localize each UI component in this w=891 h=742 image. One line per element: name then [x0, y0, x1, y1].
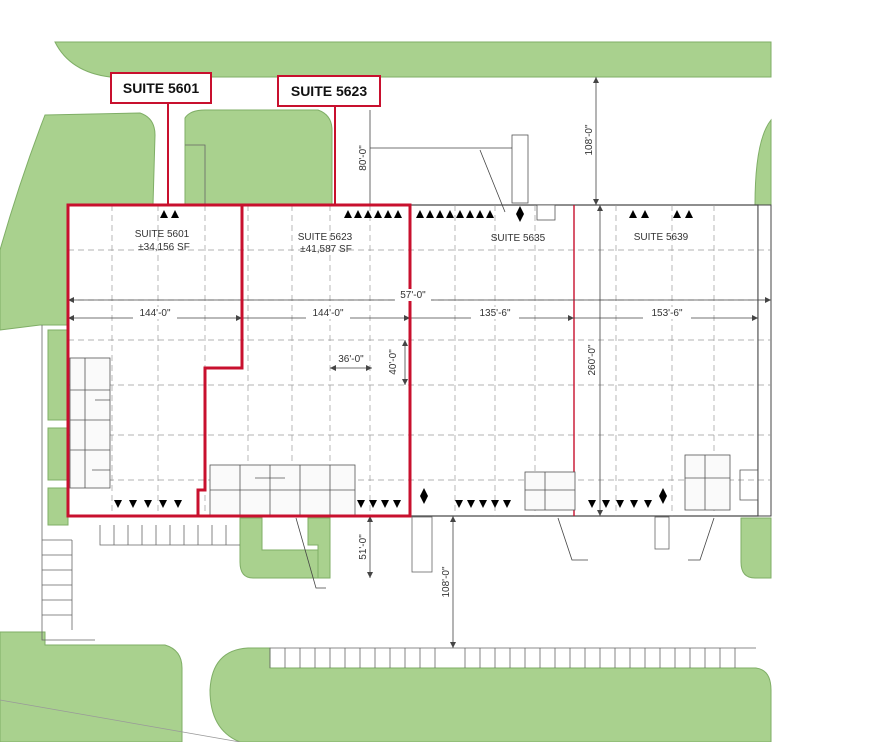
highlighted-suites: [66, 100, 412, 518]
stair-tower-base: [536, 204, 556, 221]
suite-5623-name: SUITE 5623: [298, 232, 353, 243]
dock-door: [416, 210, 494, 218]
dim-front-setback: 51'-0": [358, 534, 369, 560]
suite-labels: SUITE 5601 ±34,156 SF SUITE 5623 ±41,587…: [135, 229, 689, 255]
truck-court-line: [0, 699, 241, 742]
landscape-left: [0, 112, 156, 331]
landscape-right-bottom: [740, 517, 772, 579]
dock-door: [420, 488, 428, 504]
building-outline: [67, 204, 759, 517]
dim-5623-width: 144'-0": [312, 308, 343, 319]
office-5601: [69, 357, 111, 489]
dim-callout-setback: 80'-0": [358, 145, 369, 171]
parking-top-island-outline: [185, 144, 206, 205]
dim-top-setback: 108'-0": [584, 124, 595, 155]
office-5635: [524, 471, 576, 511]
dimension-labels: 57'-0" 144'-0" 144'-0" 135'-6" 153'-6" 3…: [133, 124, 691, 598]
dock-door: [455, 500, 511, 508]
parking-stalls-front: [99, 525, 240, 546]
dim-overall-width: 57'-0": [400, 290, 426, 301]
suite-5635-name: SUITE 5635: [491, 233, 546, 244]
leader-bottom-1: [557, 517, 588, 561]
callout-suite-5601: SUITE 5601: [110, 72, 212, 104]
landscape-left-strip-3: [47, 487, 69, 526]
dim-bottom-setback: 108'-0": [441, 566, 452, 597]
suite-5601-name: SUITE 5601: [135, 229, 190, 240]
dim-building-depth: 260'-0": [587, 344, 598, 375]
building: [67, 204, 772, 517]
dock-doors: [114, 206, 693, 508]
leader-bottom-3: [295, 517, 326, 589]
suite-5623-outline: [196, 203, 412, 518]
landscape-island-bottom: [239, 517, 319, 579]
dock-door: [357, 500, 401, 508]
landscape-island-bottom-2: [307, 517, 331, 579]
dim-5635-width: 135'-6": [479, 308, 510, 319]
suite-5639-name: SUITE 5639: [634, 232, 689, 243]
trailer-pad-2: [654, 516, 670, 550]
dock-door: [659, 488, 667, 504]
landscape-bottom-left: [0, 631, 183, 742]
leader-5635: [479, 149, 506, 213]
dock-door: [160, 210, 179, 218]
leader-bottom-2: [688, 517, 715, 561]
office-buildouts: [69, 134, 759, 516]
landscape-island-top: [184, 109, 333, 206]
parking: [0, 144, 756, 742]
trailer-pad-1: [411, 516, 433, 573]
building-outline-right-ext: [757, 204, 772, 517]
dock-door: [516, 206, 524, 222]
stair-tower: [511, 134, 529, 204]
dim-bay-width: 36'-0": [338, 354, 364, 365]
dim-5639-width: 153'-6": [651, 308, 682, 319]
dim-bay-depth: 40'-0": [388, 349, 399, 375]
dock-door: [114, 500, 182, 508]
callout-suite-5623: SUITE 5623: [277, 75, 381, 107]
suite-5623-area: ±41,587 SF: [300, 244, 352, 255]
landscape-left-strip-1: [47, 329, 69, 421]
landscape-top-strip: [54, 41, 772, 78]
landscape-left-strip-2: [47, 427, 69, 481]
suite-5601-area: ±34,156 SF: [138, 242, 190, 253]
dock-door: [588, 500, 652, 508]
parking-left-outline: [41, 325, 95, 641]
parking-stalls-left: [42, 539, 73, 630]
dim-5601-width: 144'-0": [139, 308, 170, 319]
parking-stalls-bottom: [269, 647, 756, 668]
landscape-areas: [0, 41, 772, 742]
landscape-right-top: [754, 118, 772, 206]
dock-door: [629, 210, 693, 218]
landscape-bottom-main: [209, 647, 772, 742]
dock-door: [344, 210, 402, 218]
office-5639: [684, 454, 731, 511]
